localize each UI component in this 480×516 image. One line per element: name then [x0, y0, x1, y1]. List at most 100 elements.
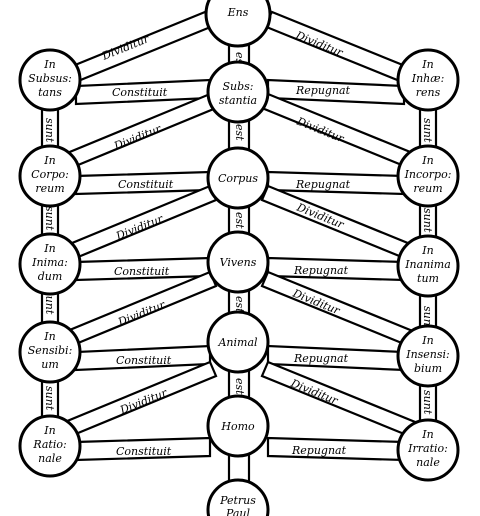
node-right-3: In Inanima tum: [396, 234, 460, 298]
node-left-4: In Sensibi: um: [18, 320, 82, 384]
right-column-label-1: sunt: [421, 118, 434, 143]
vivens-right-div-bar: [260, 270, 422, 350]
node-right-3-line2: Inanima: [404, 258, 451, 271]
node-substantia-line2: stantia: [219, 94, 257, 107]
left-column-label-4: sunt: [43, 386, 56, 411]
right-column-label-4: sunt: [421, 390, 434, 415]
node-right-1-line3: rens: [416, 86, 441, 99]
node-right-2-line3: reum: [413, 182, 442, 195]
node-right-4-circle: [396, 324, 460, 388]
node-substantia-circle: [206, 60, 270, 124]
node-left-1-circle: [18, 48, 82, 112]
node-left-2: In Corpo: reum: [18, 144, 82, 208]
homo-constituit-label: Constituit: [116, 445, 172, 458]
animal-repugnat-label: Repugnat: [293, 352, 349, 365]
trunk-label-5: est: [233, 378, 246, 395]
right-column-label-3: sunt: [421, 306, 434, 331]
node-vivens-circle: [206, 230, 270, 294]
node-right-1: In Inhæ: rens: [396, 48, 460, 112]
node-right-1-line2: Inhæ:: [411, 72, 445, 85]
corpus-constituit-label: Constituit: [118, 178, 174, 191]
node-left-5-circle: [18, 414, 82, 478]
node-vivens-line1: Vivens: [220, 256, 257, 269]
node-ens-circle: [204, 0, 272, 48]
left-column-label-2: sunt: [43, 206, 56, 231]
node-left-3-line2: Inima:: [31, 256, 68, 269]
homo-repugnat-label: Repugnat: [291, 444, 347, 457]
node-homo-circle: [206, 394, 270, 458]
node-substantia-line1: Subs:: [222, 80, 253, 93]
node-left-1-line3: tans: [38, 86, 62, 99]
node-animal: Animal: [206, 310, 270, 374]
node-petrus-line1: Petrus: [219, 494, 256, 507]
node-left-5-line1: In: [43, 424, 55, 437]
node-left-3-line3: dum: [38, 270, 63, 283]
left-column-label-1: sunt: [43, 118, 56, 143]
node-ens: Ens: [204, 0, 272, 48]
band-vivens: Constituit Repugnat Dividitur Dividitur: [58, 256, 422, 350]
node-animal-line1: Animal: [217, 336, 258, 349]
node-substantia: Subs: stantia: [206, 60, 270, 124]
node-corpus-line1: Corpus: [218, 172, 258, 185]
node-left-1: In Subsus: tans: [18, 48, 82, 112]
trunk-label-2: est: [233, 124, 246, 141]
node-petrus: Petrus Paul: [206, 478, 270, 516]
node-right-5: In Irratio: nale: [396, 418, 460, 482]
animal-constituit-label: Constituit: [116, 354, 172, 367]
node-right-3-line3: tum: [417, 272, 439, 285]
node-right-5-line3: nale: [416, 456, 440, 469]
node-left-2-line3: reum: [35, 182, 64, 195]
node-left-1-line2: Subsus:: [28, 72, 72, 85]
node-right-3-circle: [396, 234, 460, 298]
node-left-5-line2: Ratio:: [32, 438, 66, 451]
node-corpus-circle: [206, 146, 270, 210]
animal-right-div-bar: [260, 360, 422, 440]
node-right-5-line1: In: [421, 428, 433, 441]
left-column-label-3: sunt: [43, 290, 56, 315]
node-left-3-line1: In: [43, 242, 55, 255]
substantia-constituit-label: Constituit: [112, 86, 168, 99]
node-right-3-line1: In: [421, 244, 433, 257]
node-left-1-line1: In: [43, 58, 55, 71]
node-animal-circle: [206, 310, 270, 374]
trunk-label-3: est: [233, 212, 246, 229]
node-vivens: Vivens: [206, 230, 270, 294]
node-right-4-line1: In: [421, 334, 433, 347]
node-right-1-circle: [396, 48, 460, 112]
node-left-4-circle: [18, 320, 82, 384]
top-branches: Dividitur Dividitur: [46, 10, 432, 92]
vivens-constituit-label: Constituit: [114, 265, 170, 278]
node-right-2-circle: [396, 144, 460, 208]
node-homo-line1: Homo: [220, 420, 255, 433]
node-left-2-line2: Corpo:: [31, 168, 69, 181]
node-petrus-line2: Paul: [225, 507, 251, 516]
node-petrus-circle: [206, 478, 270, 516]
node-left-4-line3: um: [41, 358, 59, 371]
node-left-5-line3: nale: [38, 452, 62, 465]
node-left-3-circle: [18, 232, 82, 296]
node-right-4-line2: Insensi:: [405, 348, 450, 361]
node-left-3: In Inima: dum: [18, 232, 82, 296]
node-left-4-line2: Sensibi:: [28, 344, 73, 357]
node-left-4-line1: In: [43, 330, 55, 343]
node-left-2-circle: [18, 144, 82, 208]
corpus-repugnat-label: Repugnat: [295, 178, 351, 191]
node-right-1-line1: In: [421, 58, 433, 71]
node-homo: Homo: [206, 394, 270, 458]
node-right-2-line2: Incorpo:: [404, 168, 452, 181]
vivens-repugnat-label: Repugnat: [293, 264, 349, 277]
node-right-2: In Incorpo: reum: [396, 144, 460, 208]
node-left-2-line1: In: [43, 154, 55, 167]
node-corpus: Corpus: [206, 146, 270, 210]
trunk-label-4: est: [233, 296, 246, 313]
right-column-label-2: sunt: [421, 208, 434, 233]
band-homo: Constituit Repugnat: [74, 436, 406, 462]
node-right-2-line1: In: [421, 154, 433, 167]
node-right-4-line3: bium: [414, 362, 442, 375]
node-right-5-line2: Irratio:: [407, 442, 448, 455]
node-right-5-circle: [396, 418, 460, 482]
node-ens-line1: Ens: [227, 6, 249, 19]
node-left-5: In Ratio: nale: [18, 414, 82, 478]
